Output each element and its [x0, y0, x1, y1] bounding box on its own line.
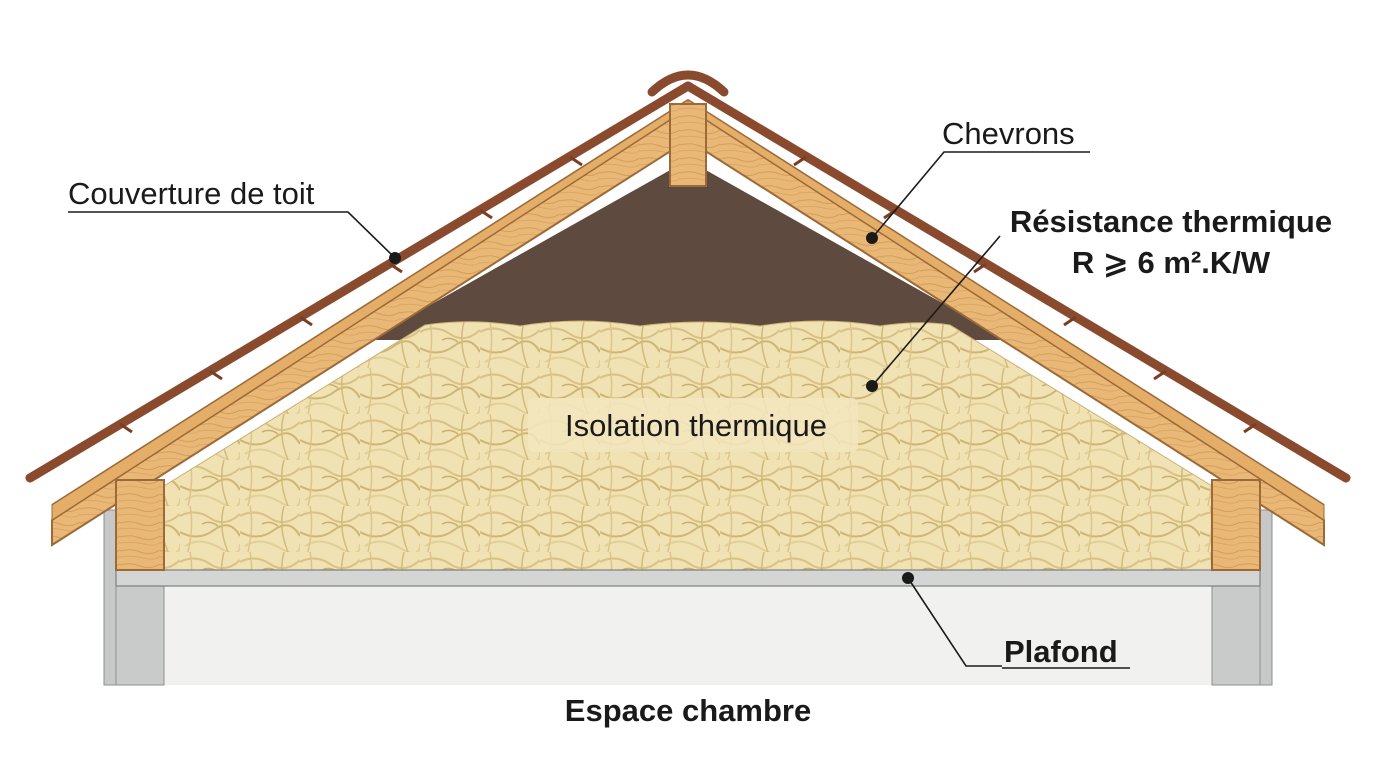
right-wall-plate: [1211, 479, 1261, 571]
insulation-label-bg: [528, 398, 858, 452]
ceiling-board: [115, 569, 1261, 587]
label-insulation: Isolation thermique: [565, 408, 827, 443]
label-ceiling: Plafond: [1004, 634, 1118, 669]
ridge-cap: [647, 70, 729, 97]
label-resistance-line1: Résistance thermique: [1010, 204, 1332, 239]
label-roof-cover: Couverture de toit: [68, 176, 315, 211]
roof-cover-dot: [389, 252, 401, 264]
attic-void: [368, 160, 1008, 340]
right-wall: [1259, 509, 1273, 686]
right-stud: [1211, 585, 1261, 686]
left-stud: [115, 585, 165, 686]
roof-tile-steps: [119, 155, 1257, 434]
label-resistance-line2: R ⩾ 6 m².K/W: [1072, 245, 1271, 280]
leader-lines: [68, 151, 1090, 667]
insulation-dot: [866, 380, 878, 392]
roof-covering-right: [683, 81, 1351, 483]
label-room: Espace chambre: [565, 693, 811, 728]
left-wall-plate: [115, 479, 165, 571]
ridge-post: [669, 103, 707, 187]
left-wall: [103, 509, 117, 686]
label-rafters: Chevrons: [942, 116, 1075, 151]
ceiling-dot: [902, 572, 914, 584]
roof-covering-left: [25, 81, 693, 483]
rafter-dot: [866, 232, 878, 244]
